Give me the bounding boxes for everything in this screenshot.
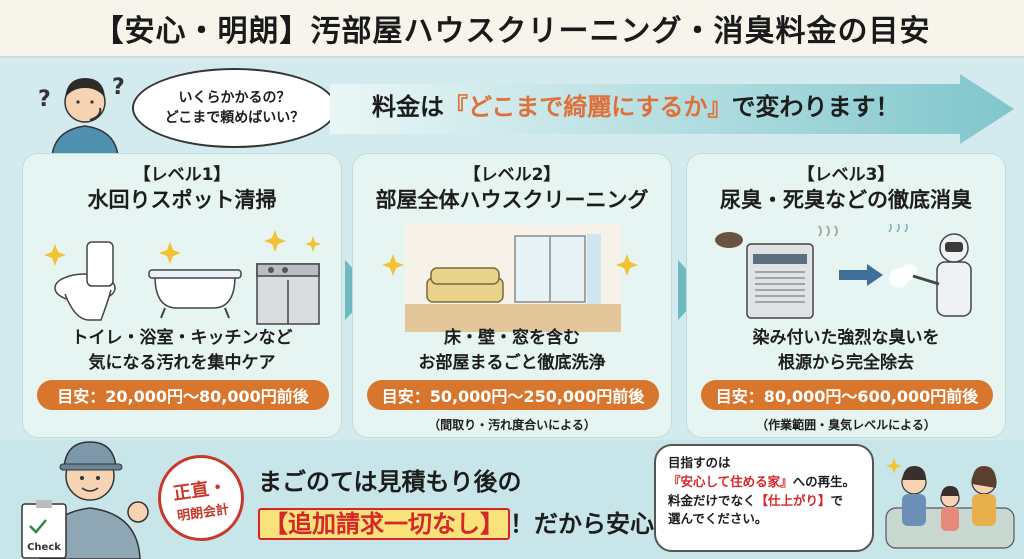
- note-line-3-tail: で: [830, 492, 844, 508]
- bottom-message-line-2: 【追加請求一切なし】！だから安心！: [258, 504, 678, 540]
- svg-text:?: ?: [112, 75, 125, 100]
- note-line-2: 『安心して住める家』への再生。: [668, 473, 860, 492]
- level-2-desc-line-1: 床・壁・窓を含む: [444, 328, 580, 348]
- bathroom-fixtures-illustration: [44, 230, 321, 325]
- svg-text:?: ?: [38, 87, 51, 112]
- note-line-1: 目指すのは: [668, 455, 731, 470]
- level-2-desc-line-2: お部屋まるごと徹底洗浄: [418, 352, 606, 373]
- family-illustration: [885, 458, 1015, 549]
- deodorizing-machine-illustration: [715, 224, 972, 319]
- banner-prefix: 料金は: [372, 93, 444, 121]
- note-line-3-head: 料金だけでなく: [668, 492, 756, 508]
- level-1-card: 【レベル1】 水回りスポット清掃 トイレ・浴室・キッチンなど 気になる汚れを集中…: [22, 153, 342, 438]
- thinking-person-illustration: ? ?: [38, 75, 125, 156]
- clean-room-illustration: [382, 224, 638, 332]
- level-1-desc-line-1: トイレ・浴室・キッチンなど: [71, 328, 293, 348]
- worker-badge-text: Check: [27, 542, 61, 553]
- question-line-1: いくらかかるの？: [178, 89, 291, 106]
- page-title: 【安心・明朗】汚部屋ハウスクリーニング・消臭料金の目安: [0, 0, 1024, 58]
- question-line-2: どこまで頼めばいい？: [164, 110, 305, 126]
- banner-suffix: で変わります！: [731, 93, 900, 121]
- level-1-price: 目安：20,000円〜80,000円前後: [37, 380, 329, 410]
- goal-note-card: 目指すのは 『安心して住める家』への再生。 料金だけでなく【仕上がり】で 選んで…: [654, 444, 874, 552]
- level-1-description: トイレ・浴室・キッチンなど 気になる汚れを集中ケア: [23, 326, 341, 375]
- level-2-note: （間取り・汚れ度合いによる）: [428, 418, 596, 432]
- level-2-card: 【レベル2】 部屋全体ハウスクリーニング 床・壁・窓を含む お部屋まるごと徹底洗…: [352, 153, 672, 438]
- note-line-2-tail: への再生。: [792, 473, 856, 489]
- level-3-name: 尿臭・死臭などの徹底消臭: [720, 188, 972, 212]
- level-3-note: （作業範囲・臭気レベルによる）: [756, 418, 936, 432]
- note-highlight-finish: 【仕上がり】: [755, 492, 831, 508]
- level-1-name: 水回りスポット清掃: [87, 188, 277, 212]
- banner-text: 料金は『どこまで綺麗にするか』で変わります！: [372, 87, 952, 122]
- level-2-price: 目安：50,000円〜250,000円前後: [367, 380, 659, 410]
- question-bubble: いくらかかるの？ どこまで頼めばいい？: [132, 68, 337, 148]
- level-3-price: 目安：80,000円〜600,000円前後: [701, 380, 993, 410]
- worker-illustration: Check: [21, 441, 149, 559]
- bottom-message-suffix: ！だから安心！: [510, 510, 678, 538]
- level-3-desc-line-2: 根源から完全除去: [778, 352, 914, 373]
- level-2-description: 床・壁・窓を含む お部屋まるごと徹底洗浄: [353, 326, 671, 375]
- level-3-label: 【レベル3】: [797, 165, 895, 185]
- banner-highlight: 『どこまで綺麗にするか』: [444, 93, 732, 121]
- note-highlight-home: 『安心して住める家』: [668, 473, 793, 489]
- level-1-label: 【レベル1】: [133, 165, 231, 185]
- no-extra-charge-highlight: 【追加請求一切なし】: [258, 508, 510, 540]
- bottom-message-line-1: まごのては見積もり後の: [258, 468, 522, 496]
- level-3-card: 【レベル3】 尿臭・死臭などの徹底消臭 染み付いた強烈な臭いを 根源から完全除去…: [686, 153, 1006, 438]
- note-line-3: 料金だけでなく【仕上がり】で: [668, 492, 860, 511]
- note-line-4: 選んでください。: [668, 511, 768, 527]
- level-3-description: 染み付いた強烈な臭いを 根源から完全除去: [687, 326, 1005, 375]
- level-1-desc-line-2: 気になる汚れを集中ケア: [88, 352, 276, 373]
- level-2-label: 【レベル2】: [463, 165, 561, 185]
- level-2-name: 部屋全体ハウスクリーニング: [375, 188, 649, 212]
- level-3-desc-line-1: 染み付いた強烈な臭いを: [752, 328, 940, 348]
- banner-arrow: [330, 74, 1014, 144]
